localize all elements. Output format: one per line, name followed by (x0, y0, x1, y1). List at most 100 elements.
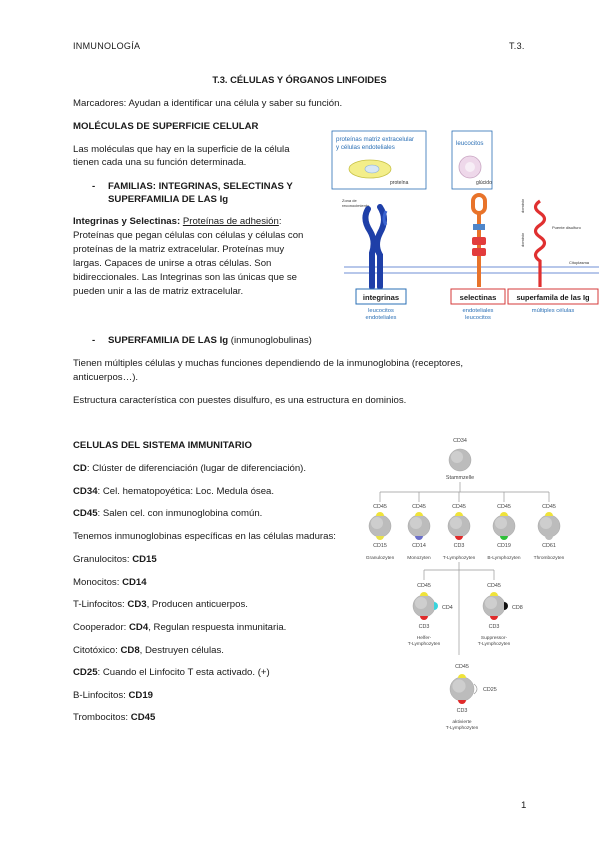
item-prefix: Monocitos: (73, 577, 123, 588)
marker-cap (455, 512, 463, 516)
ecm-box (331, 130, 427, 190)
item-marker: CD34 (73, 486, 98, 497)
child-top-marker: CD45 (412, 504, 426, 510)
item-marker: CD3 (127, 599, 147, 610)
helper-name: Helfer- (417, 635, 432, 641)
integrinas-sub: leucocitos (368, 308, 394, 314)
child-name: Thrombozyten (534, 555, 565, 561)
cd25-bracket (473, 683, 478, 695)
marker-cap (504, 602, 508, 610)
cell-marker-item: Granulocitos: CD15 (73, 554, 157, 567)
leukocyte-box-label: leucocitos (456, 140, 484, 147)
ig-heading: SUPERFAMILIA DE LAS Ig (inmunoglobulinas… (108, 335, 312, 348)
puente-label: Puente disulfuro (552, 225, 582, 230)
paragraph-line: pueden unir a las de matriz extracelular… (73, 286, 244, 297)
selectinas-label-box (450, 288, 506, 305)
marker-cap (500, 536, 508, 540)
marker-cap (376, 512, 384, 516)
ig-label-box (507, 288, 599, 305)
item-marker: CD19 (128, 690, 153, 701)
item-desc: : Cel. hematopoyética: Loc. Medula ósea. (97, 486, 275, 497)
activated-bottom-marker: CD3 (457, 708, 468, 714)
cell-marker-item: B-Linfocitos: CD19 (73, 690, 153, 703)
child-bottom-marker: CD19 (497, 543, 511, 549)
paragraph-line: proteínas de la matriz extracelular. Pro… (73, 244, 285, 255)
child-bottom-marker: CD3 (454, 543, 465, 549)
marker-cap (376, 536, 384, 540)
marker-cap (490, 616, 498, 620)
child-name: B-Lymphozyten (487, 555, 520, 561)
integrinas-label: integrinas (363, 293, 399, 302)
integrinas-intro: Integrinas y Selectinas: Proteínas de ad… (73, 216, 282, 229)
paragraph-line: bidireccionales. Las Integrinas son las … (73, 272, 297, 283)
ig-label: superfamila de las Ig (516, 293, 590, 302)
marker-cap (545, 512, 553, 516)
item-desc: : Salen cel. con inmunoglobina común. (97, 508, 263, 519)
cell-marker-item: Monocitos: CD14 (73, 577, 147, 590)
item-prefix: Granulocitos: (73, 554, 133, 565)
item-desc: , Producen anticuerpos. (146, 599, 248, 610)
integrin-alpha (362, 206, 377, 290)
paragraph-line: Las moléculas que hay en la superficie d… (73, 144, 290, 155)
marker-cap (500, 512, 508, 516)
section-heading-surface: MOLÉCULAS DE SUPERFICIE CELULAR (73, 121, 259, 132)
item-prefix: T-Linfocitos: (73, 599, 128, 610)
suppressor-bottom-marker: CD3 (489, 624, 500, 630)
item-desc: , Destruyen células. (139, 645, 224, 656)
child-name: Granulozyten (366, 555, 395, 561)
marcadores-text: Marcadores: Ayudan a identificar una cél… (73, 98, 343, 109)
item-desc: , Regulan respuesta inmunitaria. (148, 622, 287, 633)
integrinas-sub: endoteliales (366, 315, 397, 321)
zona-label: reconocimiento (342, 203, 370, 208)
cell-marker-item: Tenemos inmunoglobinas específicas en la… (73, 531, 336, 544)
child-bottom-marker: CD14 (412, 543, 426, 549)
helper-side-marker: CD4 (442, 605, 453, 611)
activated-top-marker: CD45 (455, 664, 469, 670)
cell-marker-item: CD: Clúster de diferenciación (lugar de … (73, 463, 306, 476)
header-section: T.3. (509, 41, 525, 51)
helper-bottom-marker: CD3 (419, 624, 430, 630)
dominio-label: dominio (520, 232, 525, 247)
item-marker: CD14 (122, 577, 147, 588)
child-name: T-Lymphozyten (443, 555, 476, 561)
section-heading-cells: CELULAS DEL SISTEMA IMMUNITARIO (73, 440, 252, 451)
root-marker-label: CD34 (453, 438, 467, 444)
ig-heading-rest: (inmunoglobulinas) (228, 335, 312, 346)
ig-domains (533, 199, 547, 287)
citoplasma-label: Citoplasma (569, 260, 590, 265)
bullet-text: FAMILIAS: INTEGRINAS, SELECTINAS Y (108, 181, 293, 192)
ecm-box-line: y células endoteliales (336, 144, 395, 151)
integrinas-bold: Integrinas y Selectinas: (73, 216, 181, 227)
selectin-lectin (471, 193, 487, 215)
item-desc: : Clúster de diferenciación (lugar de di… (86, 463, 307, 474)
item-prefix: Trombocitos: (73, 712, 131, 723)
paragraph-line: anticuerpos…). (73, 372, 139, 383)
item-marker: CD8 (120, 645, 140, 656)
paragraph-line: tienen cada una su función determinada. (73, 157, 247, 168)
child-top-marker: CD45 (452, 504, 466, 510)
item-prefix: Cooperador: (73, 622, 129, 633)
activated-name: T-Lymphozyten (446, 725, 479, 731)
integrinas-label-box (355, 288, 407, 305)
item-marker: CD (73, 463, 87, 474)
cell-marker-item: Trombocitos: CD45 (73, 712, 155, 725)
marker-cap (458, 700, 466, 704)
adhesion-molecules-figure: proteínas matriz extracelular y células … (331, 130, 599, 321)
activated-side-marker: CD25 (483, 687, 497, 693)
marker-cap (434, 602, 438, 610)
item-marker: CD4 (129, 622, 149, 633)
stem-cell-label: Stammzelle (446, 475, 474, 481)
suppressor-name: Suppressor- (481, 635, 508, 641)
marker-cap (415, 536, 423, 540)
suppressor-name: T-Lymphozyten (478, 641, 511, 647)
suppressor-top-marker: CD45 (487, 583, 501, 589)
helper-top-marker: CD45 (417, 583, 431, 589)
cell-lineage-tree: CD34StammzelleCD45CD15GranulozytenCD45CD… (366, 438, 565, 731)
ecm-tag: proteína (390, 180, 409, 186)
paragraph-line: Estructura característica con puestes di… (73, 395, 407, 406)
paragraph-line: largas. Capaces de unirse a otras célula… (73, 258, 272, 269)
cell-marker-item: T-Linfocitos: CD3, Producen anticuerpos. (73, 599, 248, 612)
child-top-marker: CD45 (497, 504, 511, 510)
child-name: Monozyten (407, 555, 431, 561)
item-prefix: Citotóxico: (73, 645, 121, 656)
